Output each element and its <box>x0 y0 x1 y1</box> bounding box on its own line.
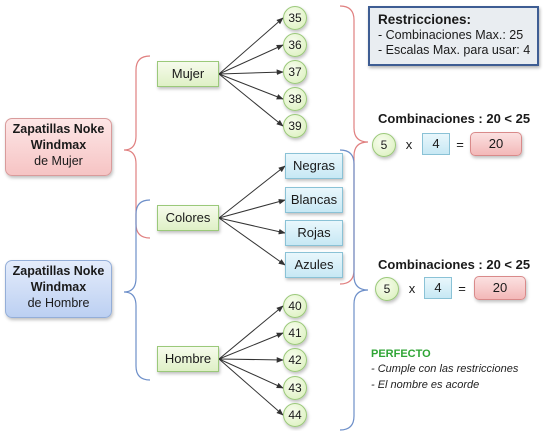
category-mujer: Mujer <box>157 61 219 87</box>
color-blancas: Blancas <box>285 187 343 213</box>
calc-mujer-op: x <box>405 137 413 152</box>
calc-hombre-eq: = <box>458 281 466 296</box>
calc-mujer-a: 5 <box>372 133 396 157</box>
size-hombre-3: 42 <box>283 348 307 372</box>
arrow-hombre-size-5 <box>218 358 284 416</box>
size-hombre-5: 44 <box>283 403 307 427</box>
product-mujer-line2: Windmax <box>30 138 87 152</box>
arrow-color-1 <box>218 165 286 219</box>
arrow-hombre-size-3 <box>218 357 284 363</box>
product-hombre-box: Zapatillas Noke Windmax de Hombre <box>5 260 112 318</box>
calc-hombre-title: Combinaciones : 20 < 25 <box>378 257 531 272</box>
calc-hombre-op: x <box>408 281 416 296</box>
brace-hombre-product <box>123 199 151 381</box>
restrictions-title: Restricciones: <box>378 12 472 27</box>
product-hombre-line3: de Hombre <box>27 296 90 310</box>
conclusion-line-2: - El nombre es acorde <box>371 379 480 391</box>
restrictions-box: Restricciones: - Combinaciones Max.: 25 … <box>368 6 539 66</box>
restrictions-line-2: - Escalas Max. para usar: 4 <box>378 43 531 57</box>
product-hombre-line1: Zapatillas Noke <box>12 264 105 278</box>
brace-mujer-sizes <box>339 5 369 285</box>
size-mujer-2: 36 <box>283 33 307 57</box>
size-mujer-4: 38 <box>283 87 307 111</box>
arrow-mujer-size-4 <box>218 73 284 100</box>
arrow-hombre-size-2 <box>218 332 284 360</box>
product-mujer-box: Zapatillas Noke Windmax de Mujer <box>5 118 112 176</box>
arrow-hombre-size-1 <box>218 305 284 360</box>
size-hombre-2: 41 <box>283 321 307 345</box>
size-hombre-4: 43 <box>283 376 307 400</box>
arrow-color-2 <box>218 198 286 219</box>
color-negras: Negras <box>285 153 343 179</box>
calc-mujer-b: 4 <box>422 133 450 155</box>
arrow-group <box>218 17 286 416</box>
arrow-mujer-size-3 <box>218 69 284 75</box>
product-mujer-line1: Zapatillas Noke <box>12 122 105 136</box>
calc-mujer-result: 20 <box>470 132 522 156</box>
size-mujer-3: 37 <box>283 60 307 84</box>
brace-mujer-product <box>123 55 151 239</box>
category-hombre: Hombre <box>157 346 219 372</box>
color-rojas: Rojas <box>285 220 343 246</box>
calc-hombre-a: 5 <box>375 277 399 301</box>
category-colores: Colores <box>157 205 219 231</box>
calc-hombre-b: 4 <box>424 277 452 299</box>
conclusion-title: PERFECTO <box>371 348 431 360</box>
conclusion-line-1: - Cumple con las restricciones <box>371 363 519 375</box>
restrictions-line-1: - Combinaciones Max.: 25 <box>378 28 524 42</box>
arrow-color-4 <box>218 217 286 266</box>
arrow-color-3 <box>218 217 286 235</box>
size-hombre-1: 40 <box>283 294 307 318</box>
product-mujer-line3: de Mujer <box>34 154 83 168</box>
calc-hombre-result: 20 <box>474 276 526 300</box>
calc-mujer-title: Combinaciones : 20 < 25 <box>378 111 531 126</box>
product-hombre-line2: Windmax <box>30 280 87 294</box>
arrow-hombre-size-4 <box>218 358 284 389</box>
arrow-mujer-size-5 <box>218 73 284 127</box>
color-azules: Azules <box>285 252 343 278</box>
brace-hombre-sizes <box>339 149 369 431</box>
arrow-mujer-size-2 <box>218 44 284 75</box>
size-mujer-1: 35 <box>283 6 307 30</box>
calc-mujer-eq: = <box>456 137 464 152</box>
arrow-mujer-size-1 <box>218 17 284 75</box>
size-mujer-5: 39 <box>283 114 307 138</box>
